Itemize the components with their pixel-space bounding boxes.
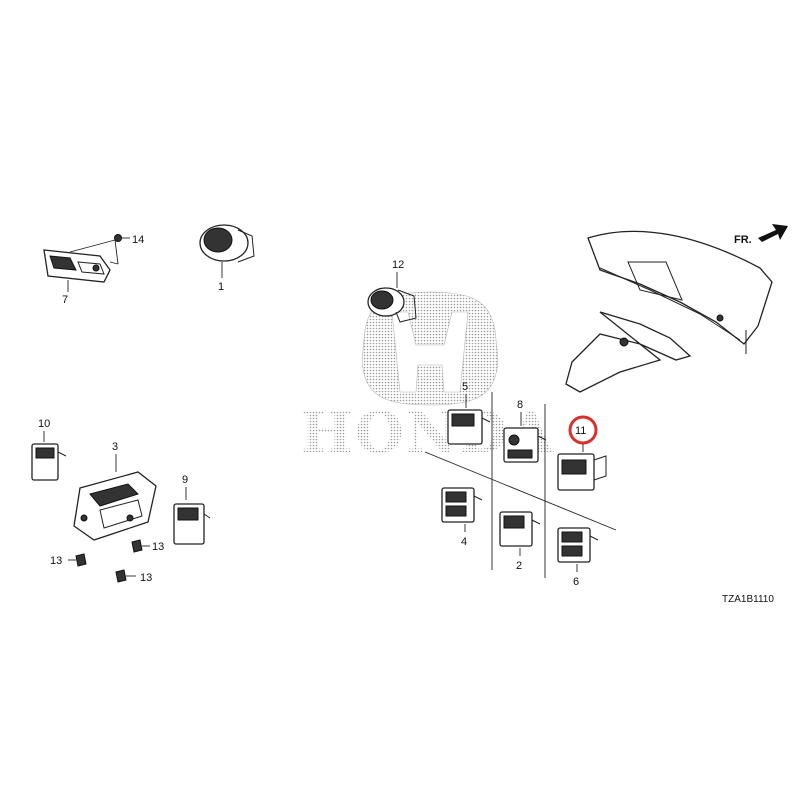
part-2-switch (499, 511, 541, 547)
callout-12: 12 (392, 259, 404, 271)
part-4-switch (441, 487, 483, 523)
callout-1: 1 (218, 281, 224, 293)
part-11-highlight: 11 (568, 415, 598, 445)
highlight-circle (568, 415, 598, 445)
part-8-switch (503, 427, 547, 463)
callout-4: 4 (461, 536, 467, 548)
callout-11: 11 (575, 425, 586, 437)
part-7-switch-bezel (43, 249, 111, 283)
callout-8: 8 (517, 399, 523, 411)
front-arrow-icon (758, 224, 788, 242)
fr-label: FR. (734, 234, 752, 246)
callout-13-a: 13 (152, 541, 164, 553)
part-14-screw (69, 234, 130, 265)
callout-5: 5 (462, 381, 468, 393)
callout-14: 14 (132, 234, 144, 246)
callout-7: 7 (62, 294, 68, 306)
group-dividers (424, 392, 617, 578)
part-5-switch (447, 409, 491, 445)
part-6-switch (557, 527, 599, 563)
part-1-round-switch (199, 224, 255, 263)
dashboard-outline (565, 230, 773, 393)
diagram-reference-code: TZA1B1110 (722, 594, 774, 605)
callout-9: 9 (182, 474, 188, 486)
part-13-clips (68, 539, 150, 583)
callout-13-b: 13 (50, 555, 62, 567)
callout-10: 10 (38, 418, 50, 430)
callout-6: 6 (573, 576, 579, 588)
part-10-switch (31, 443, 67, 481)
part-9-switch (173, 503, 211, 545)
callout-2: 2 (516, 560, 522, 572)
callout-3: 3 (112, 441, 118, 453)
front-direction-indicator: FR. (734, 224, 788, 246)
part-12-round-switch (367, 287, 417, 323)
part-3-switch-panel (73, 471, 157, 541)
callout-13-c: 13 (140, 572, 152, 584)
part-11-switch (557, 453, 607, 491)
brand-logo-h-mark (361, 291, 499, 406)
